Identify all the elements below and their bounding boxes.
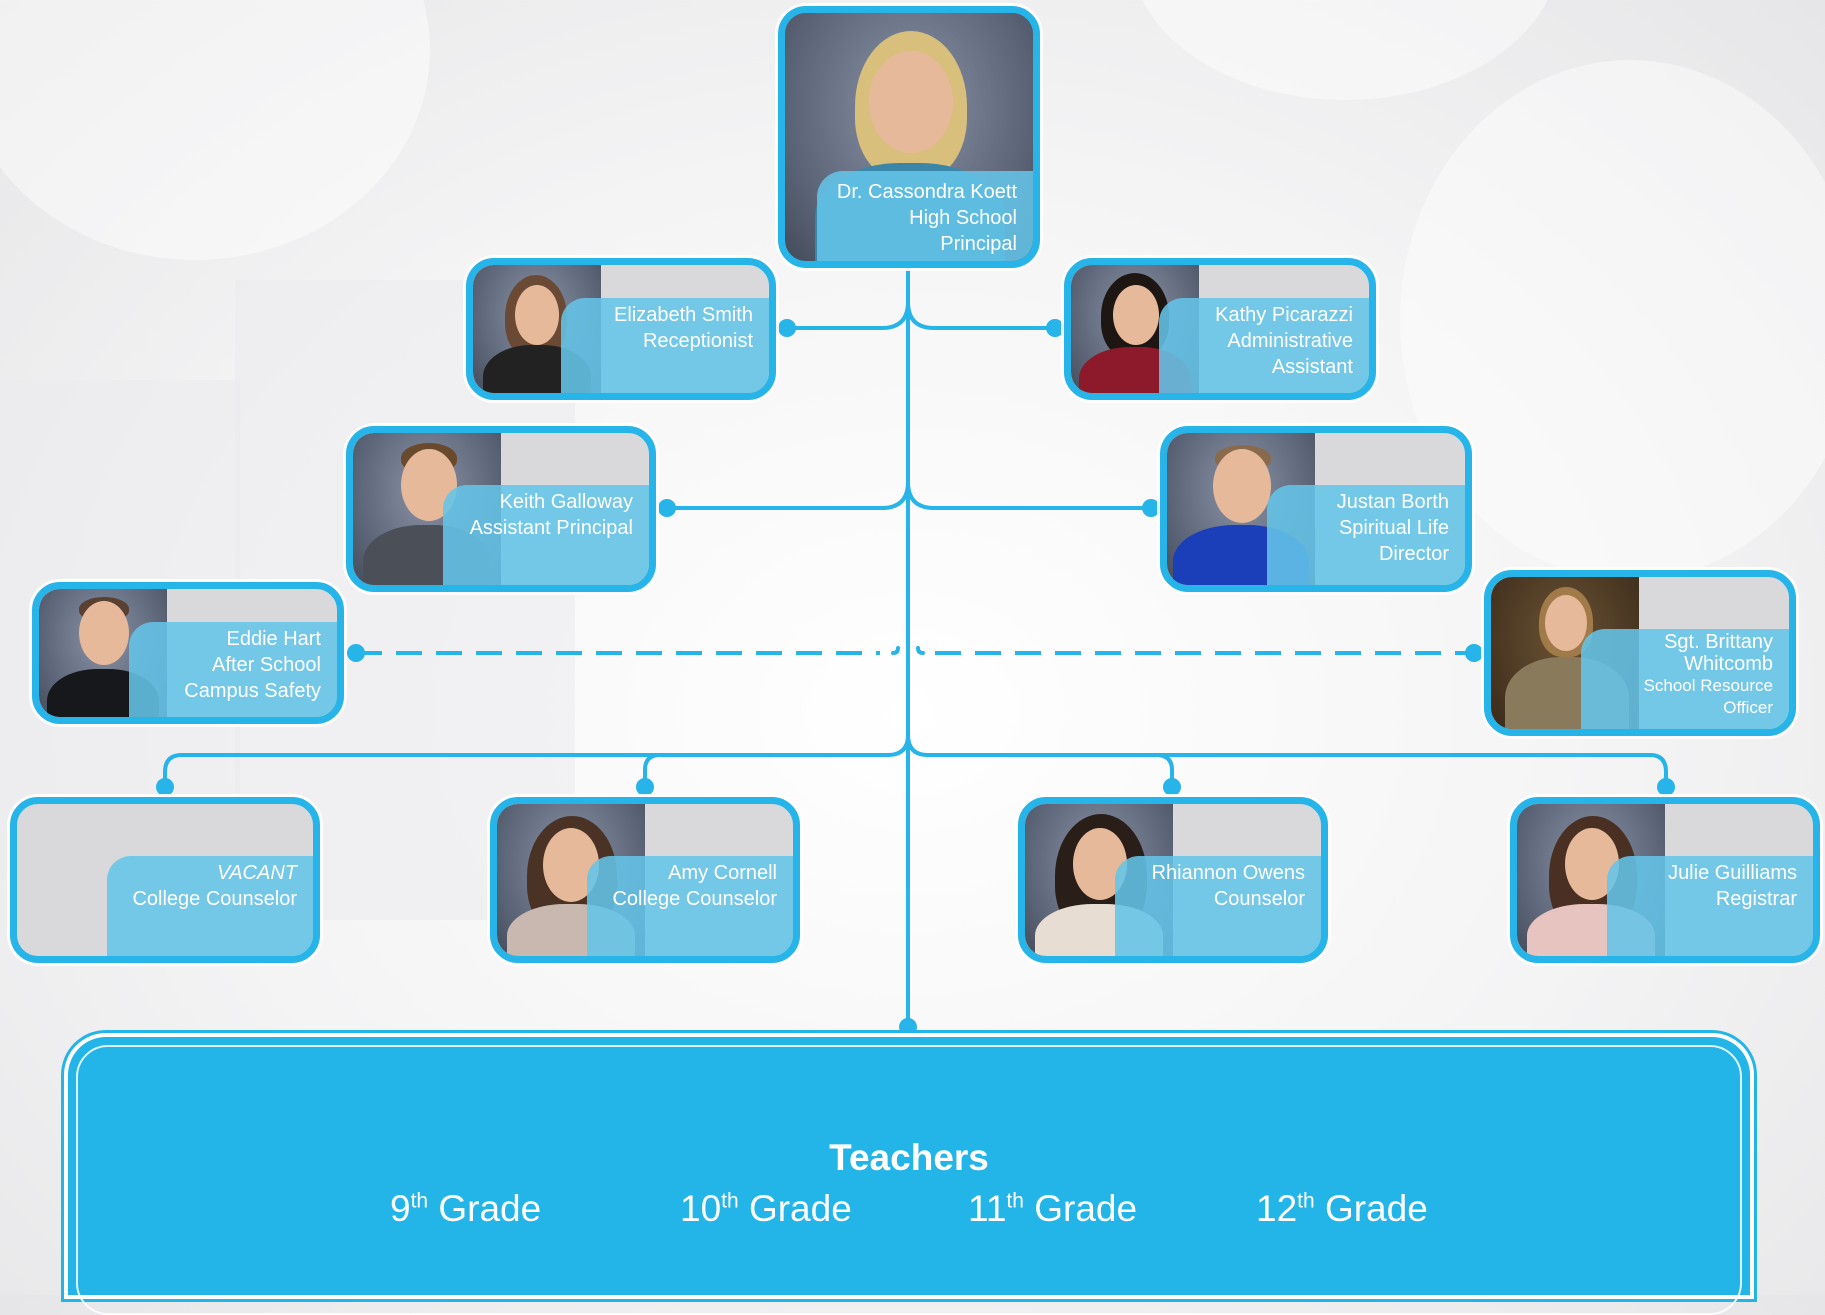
connector-dot	[778, 319, 796, 337]
assistant-principal-name: Keith Galloway	[499, 491, 633, 513]
grade-11-number: 11	[968, 1188, 1007, 1229]
resource-officer-name-2: Whitcomb	[1684, 653, 1773, 675]
grade-11-label: Grade	[1034, 1188, 1138, 1229]
grade-12-number: 12	[1256, 1188, 1298, 1229]
connector-dot	[1163, 778, 1181, 796]
principal-title-2: Principal	[940, 233, 1017, 255]
connector-dot	[1142, 499, 1160, 517]
after-school-title-2: Campus Safety	[184, 680, 321, 702]
assistant-principal-title: Assistant Principal	[469, 517, 633, 539]
card-admin-assistant[interactable]: Kathy Picarazzi Administrative Assistant	[1064, 258, 1376, 400]
admin-assistant-name: Kathy Picarazzi	[1215, 304, 1353, 326]
college-counselor-title: College Counselor	[612, 888, 777, 910]
grade-9-suffix: th	[410, 1189, 429, 1213]
teachers-title: Teachers	[829, 1137, 989, 1178]
branch-left-row	[163, 733, 910, 788]
connector-dot	[156, 778, 174, 796]
after-school-nameplate: Eddie Hart After School Campus Safety	[129, 622, 337, 717]
card-vacant-counselor[interactable]: VACANT College Counselor	[10, 797, 320, 963]
grade-10-label: Grade	[748, 1188, 852, 1229]
card-registrar[interactable]: Julie Guilliams Registrar	[1510, 797, 1820, 963]
branch-right-row	[906, 733, 1668, 788]
admin-assistant-title-2: Assistant	[1271, 356, 1353, 378]
branch-receptionist	[785, 300, 910, 330]
counselor-name: Rhiannon Owens	[1151, 862, 1305, 884]
card-receptionist[interactable]: Elizabeth Smith Receptionist	[466, 258, 776, 400]
grade-10-suffix: th	[721, 1189, 739, 1213]
vacant-counselor-nameplate: VACANT College Counselor	[107, 856, 313, 956]
grade-9[interactable]: 9th Grade	[390, 1188, 541, 1230]
after-school-name: Eddie Hart	[226, 628, 322, 650]
counselor-nameplate: Rhiannon Owens Counselor	[1115, 856, 1321, 956]
grade-11-suffix: th	[1006, 1189, 1024, 1213]
resource-officer-name-1: Sgt. Brittany	[1664, 631, 1773, 653]
card-assistant-principal[interactable]: Keith Galloway Assistant Principal	[346, 426, 656, 592]
connector-dot	[658, 499, 676, 517]
assistant-principal-nameplate: Keith Galloway Assistant Principal	[443, 485, 649, 585]
principal-title-1: High School	[909, 207, 1017, 229]
grade-9-label: Grade	[438, 1188, 542, 1229]
grade-12[interactable]: 12th Grade	[1256, 1188, 1428, 1230]
grade-12-suffix: th	[1297, 1189, 1315, 1213]
vacant-counselor-name: VACANT	[216, 862, 297, 884]
admin-assistant-title-1: Administrative	[1227, 330, 1353, 352]
teachers-panel-border	[76, 1045, 1742, 1315]
receptionist-title: Receptionist	[642, 330, 753, 352]
card-resource-officer[interactable]: Sgt. Brittany Whitcomb School Resource O…	[1484, 570, 1796, 736]
card-college-counselor[interactable]: Amy Cornell College Counselor	[490, 797, 800, 963]
admin-assistant-nameplate: Kathy Picarazzi Administrative Assistant	[1159, 298, 1369, 393]
branch-assistant-principal	[665, 480, 910, 510]
spiritual-life-title-2: Director	[1378, 543, 1449, 565]
counselor-title: Counselor	[1213, 888, 1305, 910]
resource-officer-title-1: School Resource	[1643, 676, 1773, 695]
after-school-title-1: After School	[212, 654, 321, 676]
connector-dot	[899, 1018, 917, 1036]
receptionist-nameplate: Elizabeth Smith Receptionist	[561, 298, 769, 393]
branch-counselor	[1154, 753, 1174, 788]
grade-10-number: 10	[680, 1188, 722, 1229]
connector-dot	[347, 644, 365, 662]
principal-name: Dr. Cassondra Koett	[836, 181, 1017, 203]
vacant-counselor-title: College Counselor	[132, 888, 297, 910]
spiritual-life-nameplate: Justan Borth Spiritual Life Director	[1267, 485, 1465, 585]
branch-college-counselor	[643, 753, 662, 788]
branch-dash-curve-right	[916, 646, 925, 655]
branch-admin-assistant	[906, 300, 1057, 330]
college-counselor-nameplate: Amy Cornell College Counselor	[587, 856, 793, 956]
card-spiritual-life[interactable]: Justan Borth Spiritual Life Director	[1160, 426, 1472, 592]
receptionist-name: Elizabeth Smith	[614, 304, 753, 326]
card-principal[interactable]: Dr. Cassondra Koett High School Principa…	[778, 6, 1040, 268]
branch-dash-curve-left	[891, 646, 900, 655]
connector-dot	[636, 778, 654, 796]
connector-dot	[1046, 319, 1064, 337]
connector-dot	[1657, 778, 1675, 796]
resource-officer-nameplate: Sgt. Brittany Whitcomb School Resource O…	[1581, 629, 1789, 729]
teachers-panel[interactable]: Teachers	[68, 1037, 1750, 1315]
registrar-nameplate: Julie Guilliams Registrar	[1607, 856, 1813, 956]
grade-12-label: Grade	[1324, 1188, 1428, 1229]
grade-11[interactable]: 11th Grade	[968, 1188, 1137, 1230]
grade-9-number: 9	[390, 1188, 411, 1229]
branch-spiritual-life	[906, 480, 1153, 510]
college-counselor-name: Amy Cornell	[668, 862, 777, 884]
spiritual-life-title-1: Spiritual Life	[1338, 517, 1449, 539]
registrar-title: Registrar	[1715, 888, 1797, 910]
resource-officer-title-2: Officer	[1723, 698, 1773, 717]
card-after-school[interactable]: Eddie Hart After School Campus Safety	[32, 582, 344, 724]
grade-10[interactable]: 10th Grade	[680, 1188, 852, 1230]
connector-dot	[1465, 644, 1483, 662]
spiritual-life-name: Justan Borth	[1336, 491, 1449, 513]
principal-nameplate: Dr. Cassondra Koett High School Principa…	[817, 171, 1033, 261]
registrar-name: Julie Guilliams	[1668, 862, 1797, 884]
card-counselor[interactable]: Rhiannon Owens Counselor	[1018, 797, 1328, 963]
